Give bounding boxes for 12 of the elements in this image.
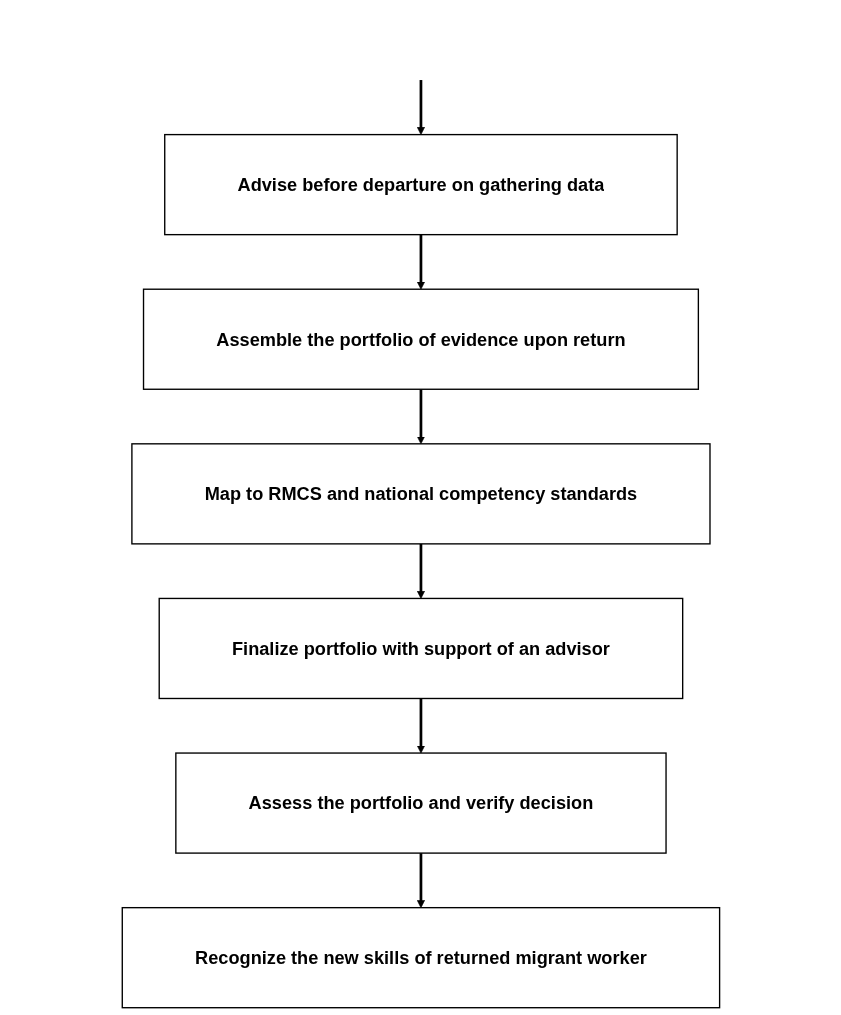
node-box: Map to RMCS and national competency standards (130, 443, 711, 545)
node-box: Finalize portfolio with support of an advisor (158, 597, 683, 700)
node-box: Recognize the new skills of returned migrant worker (121, 907, 720, 1009)
node-box: Assess the portfolio and verify decision (174, 752, 667, 854)
arrow (416, 853, 425, 909)
node-box: Advise before departure on gathering data (163, 133, 678, 236)
arrow (416, 698, 425, 754)
node-box: Assemble the portfolio of evidence upon return (142, 288, 699, 390)
arrow (416, 234, 425, 290)
arrow (416, 80, 425, 135)
arrow (416, 389, 425, 445)
arrow (416, 543, 425, 599)
